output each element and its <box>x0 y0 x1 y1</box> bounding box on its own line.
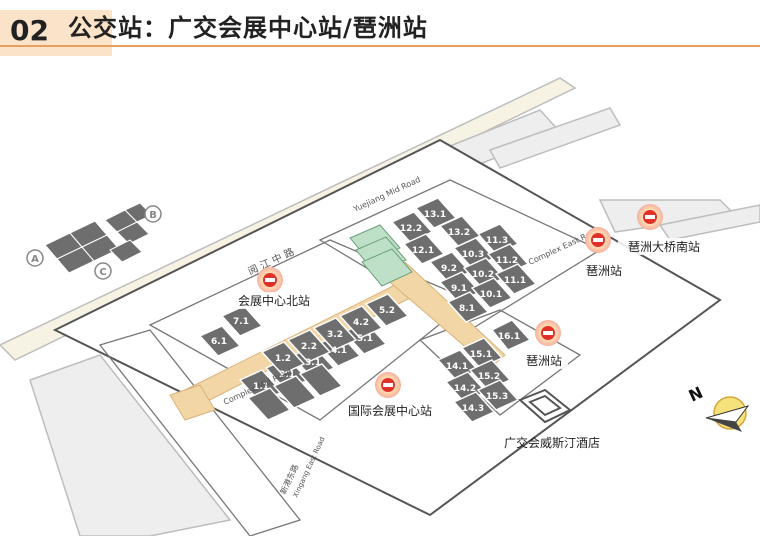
station-label-pazhou-bridge-south: 琶洲大桥南站 <box>628 239 700 254</box>
station-labels: 会展中心北站 国际会展中心站 琶洲大桥南站 琶洲站 琶洲站 <box>232 238 710 419</box>
halls-block-north <box>390 197 538 323</box>
halls-block-south <box>198 293 410 421</box>
station-marker-bus-icon <box>257 267 283 293</box>
hall-label: 1.2 <box>275 354 291 364</box>
station-marker-bus-icon <box>585 227 611 253</box>
hall-label: 5.2 <box>379 306 395 316</box>
hall-label: 11.2 <box>496 256 518 266</box>
hall-label: 13.1 <box>424 210 446 220</box>
legend-minimap: A B C <box>26 202 162 280</box>
station-label-exhibition-north: 会展中心北站 <box>238 293 310 308</box>
green-building <box>349 224 413 287</box>
hall-label: 6.1 <box>211 337 227 347</box>
station-label-pazhou: 琶洲站 <box>586 264 622 278</box>
hall-label: 10.2 <box>472 270 494 280</box>
section-number: 02 <box>10 14 49 47</box>
station-label-international-exhibition: 国际会展中心站 <box>348 403 432 418</box>
hall-label: 9.2 <box>441 264 457 274</box>
hall-label: 14.3 <box>462 404 484 414</box>
hall-label: 15.3 <box>486 392 508 402</box>
hall-labels: 1.1 2.1 3.1 4.1 5.1 1.2 2.2 3.2 4.2 5.2 … <box>211 210 526 414</box>
hall-label: 12.2 <box>400 224 422 234</box>
hall-label: 12.1 <box>412 246 434 256</box>
legend-c: C <box>99 267 106 278</box>
hall-label: 11.1 <box>504 276 526 286</box>
hall-label: 8.1 <box>459 304 475 314</box>
legend-a: A <box>31 254 39 265</box>
section-title: 公交站：广交会展中心站/琶洲站 <box>68 14 428 42</box>
hall-label: 2.2 <box>301 342 317 352</box>
hall-label: 10.3 <box>462 250 484 260</box>
site-boundary <box>52 138 722 517</box>
hall-label: 7.1 <box>233 317 249 327</box>
hall-label: 4.1 <box>331 346 347 356</box>
hall-label: 3.1 <box>305 358 321 368</box>
hall-label: 15.2 <box>478 372 500 382</box>
compass-label: N <box>686 383 706 406</box>
halls-block-east <box>436 319 532 423</box>
station-marker-bus-icon <box>375 372 401 398</box>
hall-label: 2.1 <box>279 370 295 380</box>
hall-label: 15.1 <box>470 350 492 360</box>
station-marker-bus-icon <box>535 320 561 346</box>
hall-label: 1.1 <box>253 382 269 392</box>
hall-label: 10.1 <box>480 290 502 300</box>
legend-b: B <box>149 210 157 221</box>
hall-label: 5.1 <box>357 334 373 344</box>
hall-label: 14.2 <box>454 384 476 394</box>
hall-label: 4.2 <box>353 318 369 328</box>
station-label-pazhou-2: 琶洲站 <box>526 354 562 368</box>
header-rule <box>0 45 760 47</box>
hall-label: 3.2 <box>327 330 343 340</box>
station-markers <box>257 204 663 398</box>
hall-label: 9.1 <box>451 284 467 294</box>
hall-label: 16.1 <box>498 332 520 342</box>
hotel: 广交会威斯汀酒店 <box>504 388 600 450</box>
hall-label: 13.2 <box>448 228 470 238</box>
hall-label: 14.1 <box>446 362 468 372</box>
station-marker-bus-icon <box>637 204 663 230</box>
compass-icon: N <box>686 383 750 432</box>
section-number-bg <box>0 10 112 56</box>
section-header: 02 公交站：广交会展中心站/琶洲站 <box>0 0 760 58</box>
hall-label: 11.3 <box>486 236 508 246</box>
hotel-label: 广交会威斯汀酒店 <box>504 435 600 450</box>
